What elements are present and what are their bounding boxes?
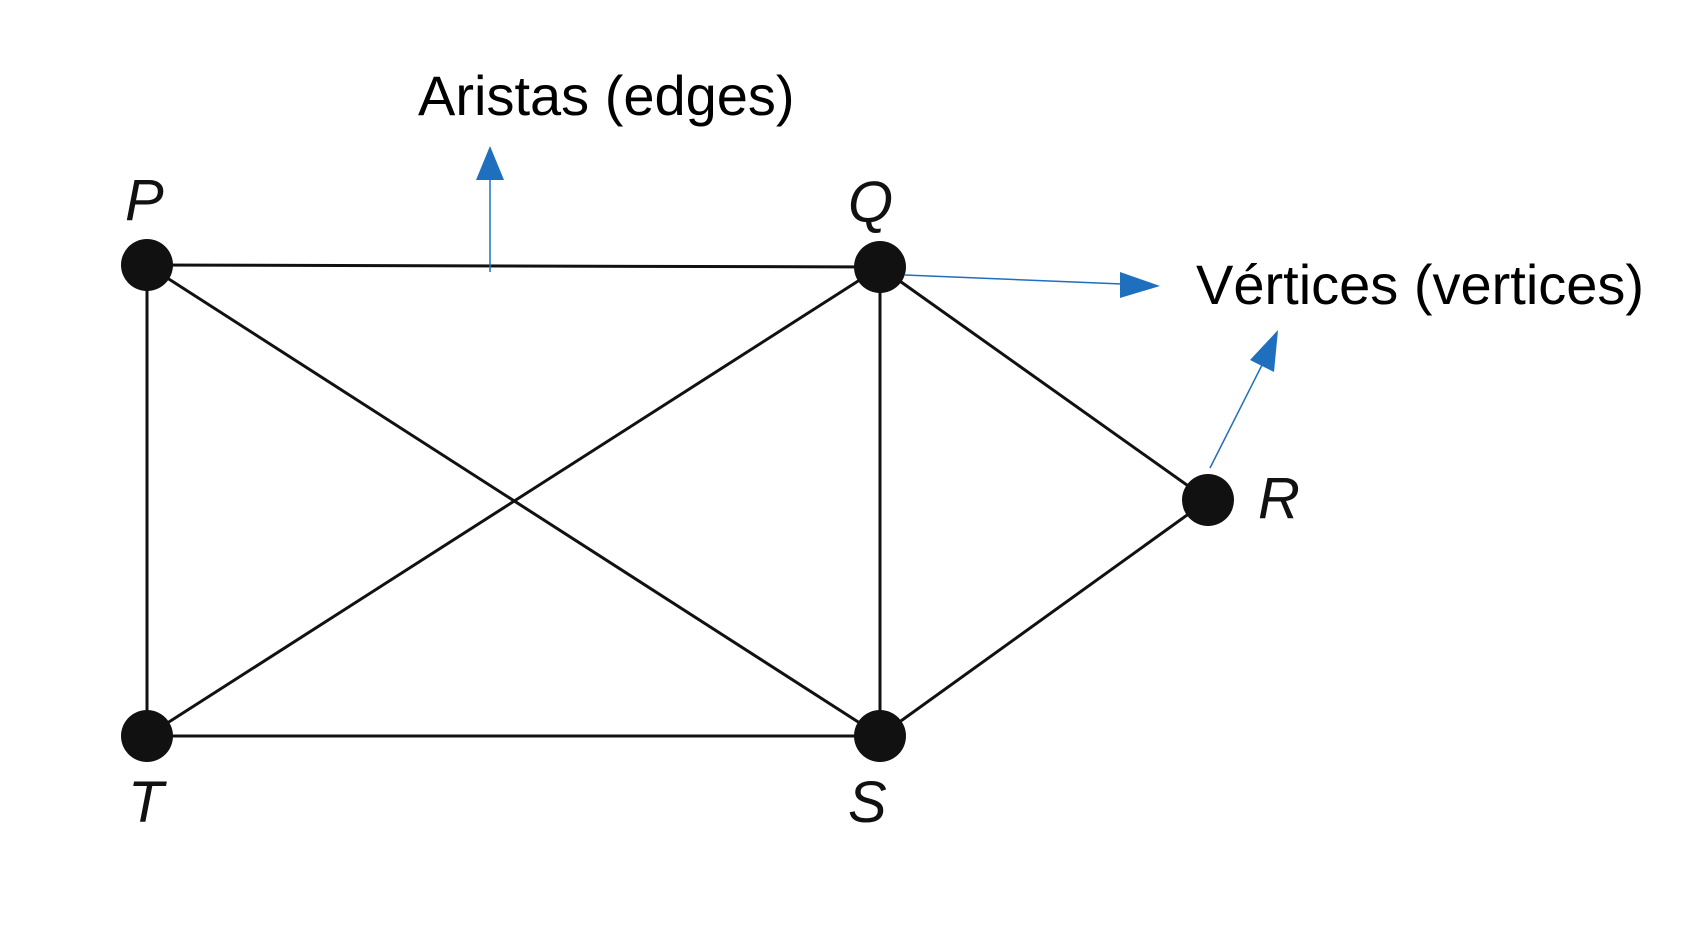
vertex-label-q: Q <box>848 170 893 235</box>
vertex-label-s: S <box>848 770 887 835</box>
vertex-q <box>854 241 906 293</box>
vertices-pointer-line-from-r <box>1209 364 1263 469</box>
vertex-labels-layer: P Q R S T <box>125 168 1300 835</box>
vertex-label-t: T <box>128 770 167 835</box>
edges-layer <box>145 263 1209 738</box>
vertices-pointer-arrowhead-r <box>1250 330 1278 372</box>
vertex-s <box>854 710 906 762</box>
vertices-pointer-arrowhead-q <box>1120 272 1160 298</box>
vertex-r <box>1182 474 1234 526</box>
vertex-label-p: P <box>125 168 164 233</box>
edge-q-t <box>146 265 881 738</box>
edge-q-r <box>879 265 1209 502</box>
edge-p-q <box>146 263 881 269</box>
vertex-label-r: R <box>1258 466 1300 531</box>
edges-annotation-label: Aristas (edges) <box>418 64 795 127</box>
edges-pointer-arrowhead <box>476 146 504 180</box>
vertex-p <box>121 239 173 291</box>
vertices-annotation-label: Vértices (vertices) <box>1196 253 1644 316</box>
vertices-layer <box>121 239 1234 762</box>
vertices-pointer-line-from-q <box>904 274 1123 285</box>
edge-r-s <box>879 498 1209 738</box>
annotation-arrows <box>476 146 1278 469</box>
vertex-t <box>121 710 173 762</box>
